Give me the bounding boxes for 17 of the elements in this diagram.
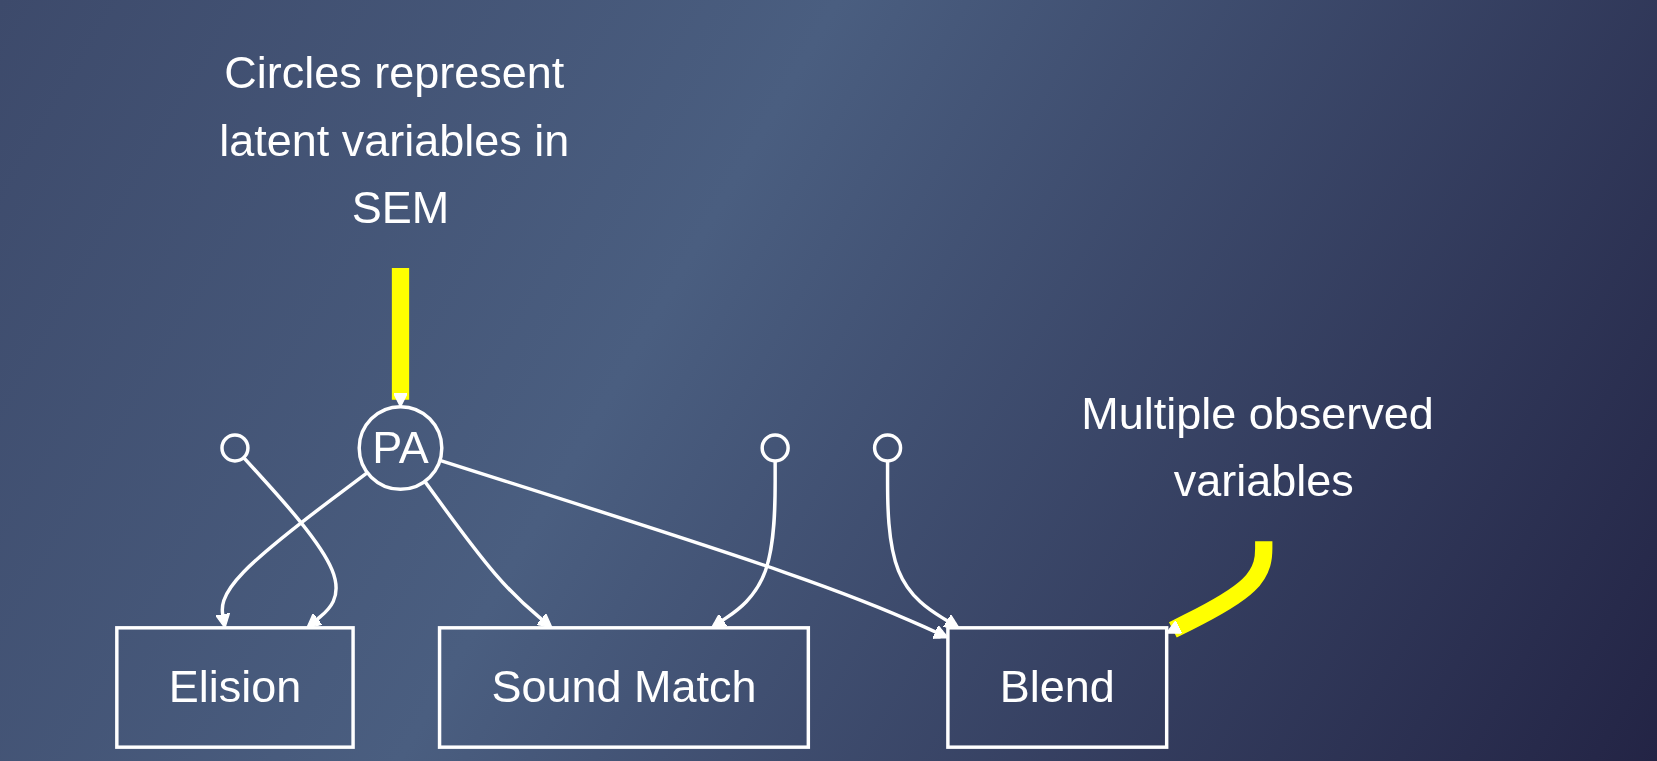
- arrow: [710, 460, 777, 629]
- node-circle: [872, 433, 903, 463]
- node-box: Blend: [946, 626, 1169, 749]
- arrow: [439, 458, 949, 639]
- node-text: Multiple observed variables: [1081, 387, 1434, 507]
- arrow: [242, 456, 338, 629]
- arrow: [885, 460, 960, 629]
- node-box: Elision: [114, 626, 355, 749]
- arrow: [1165, 539, 1273, 638]
- node-circle: [220, 433, 250, 463]
- arrow: [423, 480, 553, 629]
- node-text: Circles represent latent variables in SEM: [219, 46, 570, 234]
- node-circle: [760, 433, 790, 463]
- arrow: [391, 266, 409, 408]
- node-box: Sound Match: [437, 626, 810, 749]
- node-circle: PA: [357, 404, 444, 491]
- arrow: [214, 471, 369, 629]
